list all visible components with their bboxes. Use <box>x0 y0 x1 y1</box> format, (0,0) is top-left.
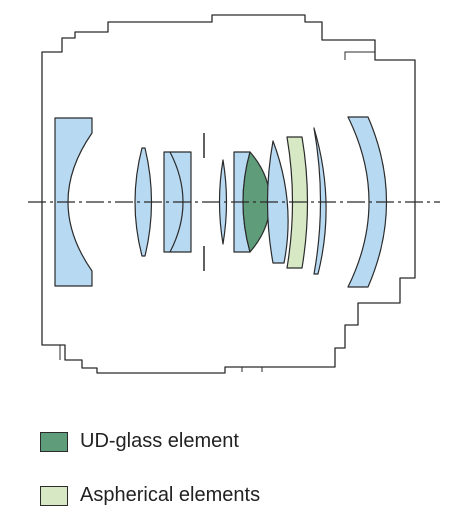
lens-element-4 <box>218 159 228 245</box>
ud-glass-swatch <box>40 431 68 452</box>
lens-element-6-ud-glass <box>242 151 271 253</box>
lens-element-1 <box>54 117 93 287</box>
aspherical-swatch <box>40 485 68 506</box>
lens-barrel-outline <box>41 14 416 374</box>
legend-item-ud-glass: UD-glass element <box>40 430 239 453</box>
ud-glass-label: UD-glass element <box>80 430 239 452</box>
barrel-detail <box>59 51 375 372</box>
aspherical-label: Aspherical elements <box>80 484 261 506</box>
lens-element-2 <box>134 147 153 257</box>
lens-element-10 <box>347 116 388 288</box>
legend-item-aspherical: Aspherical elements <box>40 484 260 507</box>
lens-element-9 <box>313 127 327 275</box>
